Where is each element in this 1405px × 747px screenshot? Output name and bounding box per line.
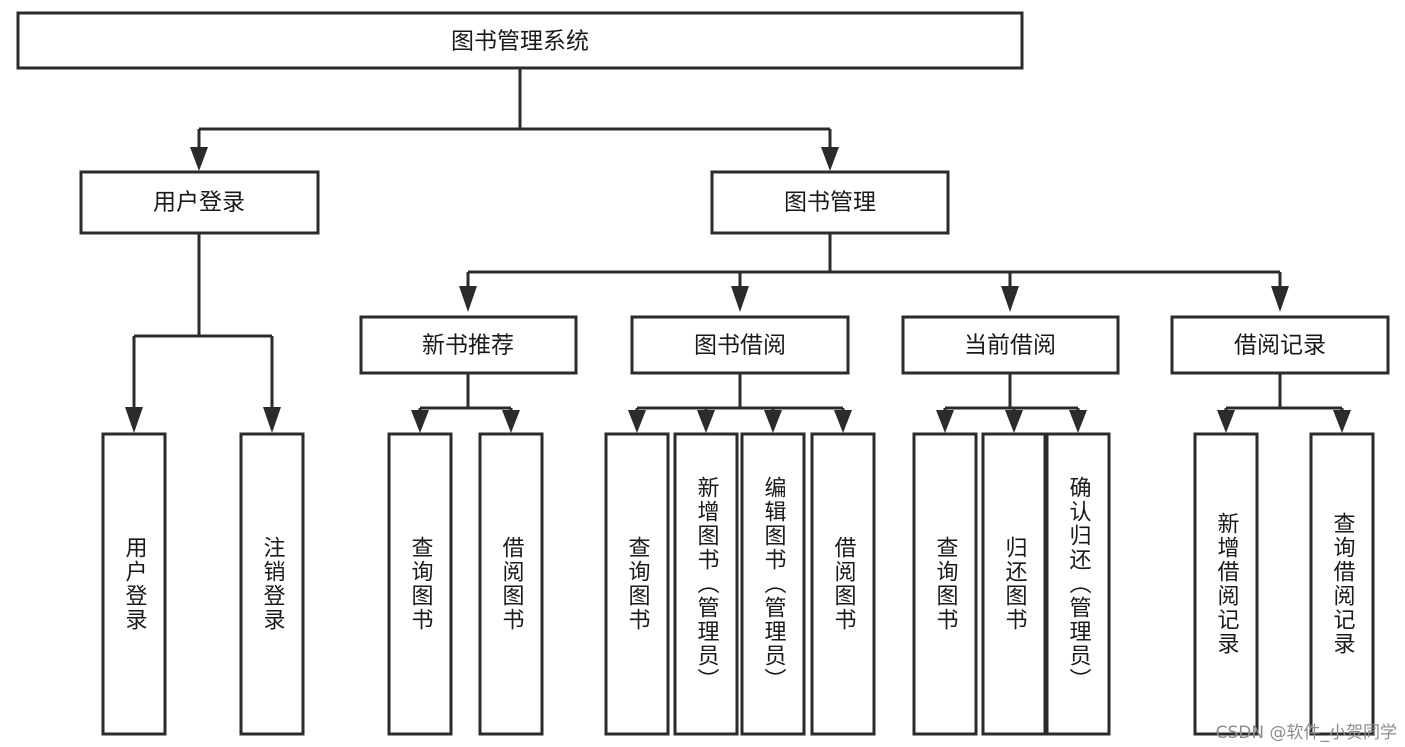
node-current-borrow-label: 当前借阅 [964, 333, 1056, 359]
node-book-borrow[interactable]: 图书借阅 [630, 315, 850, 375]
leaf-new-book-borrow[interactable]: 借阅图书 [478, 432, 544, 736]
leaf-new-book-query-box[interactable] [387, 432, 453, 736]
leaf-user-login-login-box[interactable] [101, 432, 167, 736]
leaf-borrow-record-add-box[interactable] [1193, 432, 1259, 736]
leaf-borrow-record-add-label: 新增借阅记录 [1214, 512, 1240, 656]
leaf-user-login-logout-box[interactable] [239, 432, 305, 736]
leaf-book-borrow-edit-box[interactable] [740, 432, 806, 736]
node-root-label: 图书管理系统 [451, 29, 589, 55]
arrow-head-leaf-current-borrow-1 [936, 410, 954, 433]
node-book-management-box[interactable] [710, 170, 950, 235]
leaf-book-borrow-query-box[interactable] [604, 432, 670, 736]
leaf-new-book-query-label: 查询图书 [408, 536, 434, 632]
node-new-book-recommend[interactable]: 新书推荐 [359, 315, 578, 375]
leaf-current-borrow-return[interactable]: 归还图书 [981, 432, 1047, 736]
arrow-head-leaf-borrow-record-1 [1217, 410, 1235, 433]
arrow-head-leaf-new-book-1 [411, 410, 429, 433]
arrow-head-leaf-book-borrow-2 [697, 410, 715, 433]
node-current-borrow-box[interactable] [901, 315, 1120, 375]
node-user-login-box[interactable] [79, 170, 320, 235]
leaf-user-login-login[interactable]: 用户登录 [101, 432, 167, 736]
leaf-current-borrow-confirm[interactable]: 确认归还（管理员） [1045, 432, 1111, 736]
leaf-user-login-logout-label: 注销登录 [260, 536, 286, 632]
leaf-current-borrow-confirm-box[interactable] [1045, 432, 1111, 736]
leaf-book-borrow-add-label: 新增图书（管理员） [694, 476, 720, 692]
node-book-borrow-box[interactable] [630, 315, 850, 375]
leaf-borrow-record-query-box[interactable] [1309, 432, 1375, 736]
leaf-book-borrow-borrow-label: 借阅图书 [831, 536, 857, 632]
arrow-head-user-login [190, 147, 208, 171]
connector-layer [125, 68, 1351, 433]
leaf-user-login-logout[interactable]: 注销登录 [239, 432, 305, 736]
leaf-book-borrow-edit-label: 编辑图书（管理员） [761, 476, 787, 692]
arrow-head-new-book-recommend [459, 286, 477, 312]
node-book-borrow-label: 图书借阅 [694, 333, 786, 359]
arrow-head-book-borrow [731, 286, 749, 312]
node-user-login-label: 用户登录 [153, 190, 245, 216]
arrow-head-leaf-current-borrow-2 [1005, 410, 1023, 433]
leaf-new-book-borrow-label: 借阅图书 [499, 536, 525, 632]
node-book-management-label: 图书管理 [784, 190, 876, 216]
leaf-current-borrow-confirm-label: 确认归还（管理员） [1066, 476, 1092, 692]
leaf-borrow-record-query[interactable]: 查询借阅记录 [1309, 432, 1375, 736]
leaf-current-borrow-query-box[interactable] [912, 432, 978, 736]
node-new-book-recommend-label: 新书推荐 [422, 333, 514, 359]
arrow-head-book-manage [821, 147, 839, 171]
leaf-book-borrow-add-box[interactable] [673, 432, 739, 736]
node-borrow-record-box[interactable] [1170, 315, 1390, 375]
node-new-book-recommend-box[interactable] [359, 315, 578, 375]
leaf-book-borrow-query[interactable]: 查询图书 [604, 432, 670, 736]
node-root-box[interactable] [16, 11, 1024, 70]
arrow-head-leaf-user-login-2 [263, 407, 281, 433]
node-current-borrow[interactable]: 当前借阅 [901, 315, 1120, 375]
arrow-head-leaf-book-borrow-1 [628, 410, 646, 433]
arrow-head-current-borrow [1001, 286, 1019, 312]
arrow-head-leaf-book-borrow-3 [764, 410, 782, 433]
node-book-management[interactable]: 图书管理 [710, 170, 950, 235]
leaf-new-book-borrow-box[interactable] [478, 432, 544, 736]
leaf-book-borrow-add[interactable]: 新增图书（管理员） [673, 432, 739, 736]
arrow-head-leaf-user-login-1 [125, 407, 143, 433]
node-user-login[interactable]: 用户登录 [79, 170, 320, 235]
csdn-watermark: CSDN @软件_小贺同学 [1215, 723, 1397, 743]
leaf-borrow-record-add[interactable]: 新增借阅记录 [1193, 432, 1259, 736]
leaf-current-borrow-query[interactable]: 查询图书 [912, 432, 978, 736]
node-borrow-record-label: 借阅记录 [1234, 333, 1326, 359]
leaf-current-borrow-return-box[interactable] [981, 432, 1047, 736]
leaf-book-borrow-edit[interactable]: 编辑图书（管理员） [740, 432, 806, 736]
leaf-book-borrow-borrow-box[interactable] [810, 432, 876, 736]
leaf-current-borrow-query-label: 查询图书 [933, 536, 959, 632]
leaf-book-borrow-query-label: 查询图书 [625, 536, 651, 632]
arrow-head-leaf-borrow-record-2 [1333, 410, 1351, 433]
leaf-book-borrow-borrow[interactable]: 借阅图书 [810, 432, 876, 736]
arrow-head-leaf-book-borrow-4 [834, 410, 852, 433]
node-root-book-management-system[interactable]: 图书管理系统 [16, 11, 1024, 70]
leaf-borrow-record-query-label: 查询借阅记录 [1330, 512, 1356, 656]
arrow-head-borrow-record [1271, 286, 1289, 312]
node-borrow-record[interactable]: 借阅记录 [1170, 315, 1390, 375]
arrow-head-leaf-current-borrow-3 [1069, 410, 1087, 433]
leaf-new-book-query[interactable]: 查询图书 [387, 432, 453, 736]
arrow-head-leaf-new-book-2 [502, 410, 520, 433]
leaf-user-login-login-label: 用户登录 [122, 536, 148, 632]
leaf-current-borrow-return-label: 归还图书 [1002, 536, 1028, 632]
